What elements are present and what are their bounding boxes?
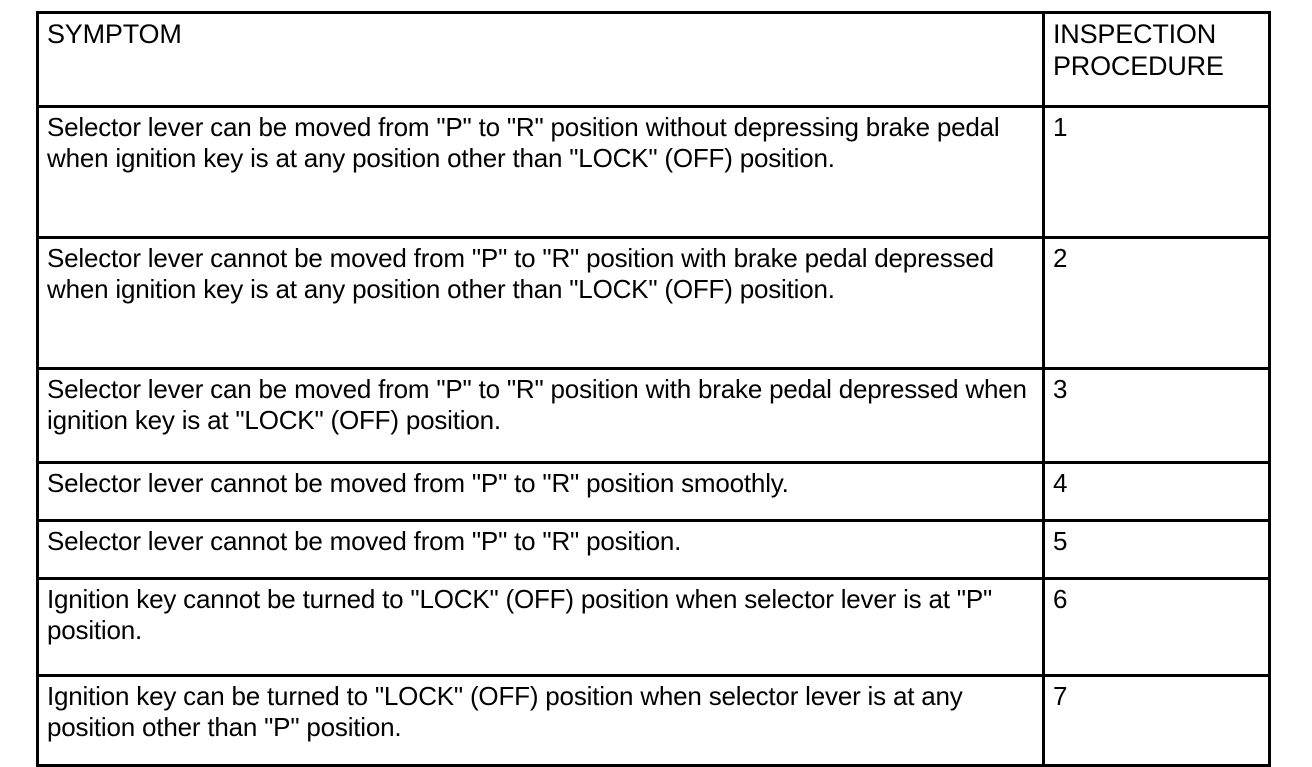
column-header-inspection-procedure-label: INSPECTION PROCEDURE [1053, 19, 1224, 82]
table-header: SYMPTOM INSPECTION PROCEDURE [36, 11, 1271, 108]
symptom-cell: Selector lever cannot be moved from "P" … [36, 236, 1045, 370]
procedure-cell: 5 [1042, 519, 1271, 580]
column-header-symptom: SYMPTOM [36, 11, 1045, 108]
procedure-number: 7 [1053, 681, 1068, 711]
symptom-text: Selector lever can be moved from "P" to … [47, 112, 1000, 173]
procedure-cell: 7 [1042, 674, 1271, 767]
table-row: Selector lever can be moved from "P" to … [36, 105, 1271, 239]
table-row: Ignition key cannot be turned to "LOCK" … [36, 577, 1271, 677]
symptom-text: Selector lever cannot be moved from "P" … [47, 468, 789, 498]
procedure-number: 3 [1053, 374, 1068, 404]
procedure-cell: 4 [1042, 461, 1271, 522]
procedure-number: 1 [1053, 112, 1068, 142]
symptom-inspection-table: SYMPTOM INSPECTION PROCEDURE Selector le… [36, 11, 1271, 767]
procedure-cell: 1 [1042, 105, 1271, 239]
procedure-number: 4 [1053, 468, 1068, 498]
symptom-text: Selector lever cannot be moved from "P" … [47, 243, 994, 304]
table-header-row: SYMPTOM INSPECTION PROCEDURE [36, 11, 1271, 108]
symptom-cell: Selector lever cannot be moved from "P" … [36, 519, 1045, 580]
procedure-number: 5 [1053, 526, 1068, 556]
symptom-text: Ignition key cannot be turned to "LOCK" … [47, 584, 993, 645]
symptom-cell: Ignition key can be turned to "LOCK" (OF… [36, 674, 1045, 767]
page-root: SYMPTOM INSPECTION PROCEDURE Selector le… [36, 11, 1271, 767]
symptom-cell: Ignition key cannot be turned to "LOCK" … [36, 577, 1045, 677]
symptom-text: Selector lever cannot be moved from "P" … [47, 526, 682, 556]
symptom-text: Ignition key can be turned to "LOCK" (OF… [47, 681, 963, 742]
procedure-number: 2 [1053, 243, 1068, 273]
table-row: Selector lever cannot be moved from "P" … [36, 236, 1271, 370]
symptom-cell: Selector lever can be moved from "P" to … [36, 105, 1045, 239]
symptom-cell: Selector lever can be moved from "P" to … [36, 367, 1045, 464]
table-row: Selector lever cannot be moved from "P" … [36, 519, 1271, 580]
table-row: Selector lever can be moved from "P" to … [36, 367, 1271, 464]
table-row: Ignition key can be turned to "LOCK" (OF… [36, 674, 1271, 767]
column-header-symptom-label: SYMPTOM [47, 19, 182, 49]
table-row: Selector lever cannot be moved from "P" … [36, 461, 1271, 522]
symptom-text: Selector lever can be moved from "P" to … [47, 374, 1027, 435]
procedure-cell: 3 [1042, 367, 1271, 464]
procedure-cell: 2 [1042, 236, 1271, 370]
column-header-inspection-procedure: INSPECTION PROCEDURE [1042, 11, 1271, 108]
procedure-number: 6 [1053, 584, 1068, 614]
procedure-cell: 6 [1042, 577, 1271, 677]
table-body: Selector lever can be moved from "P" to … [36, 105, 1271, 767]
symptom-cell: Selector lever cannot be moved from "P" … [36, 461, 1045, 522]
